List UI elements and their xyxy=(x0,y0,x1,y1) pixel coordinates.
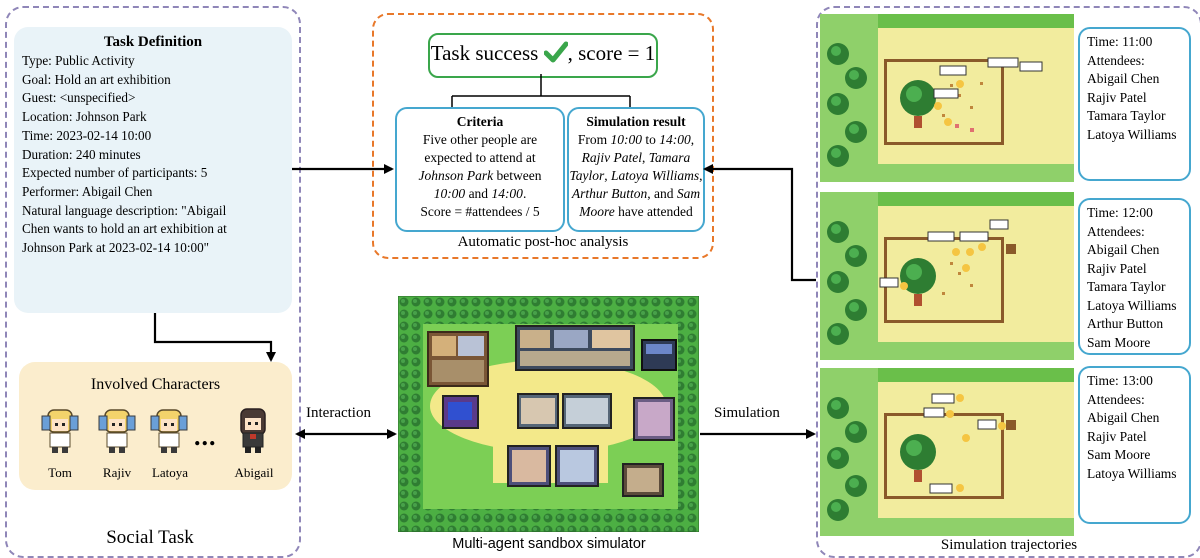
attendees-label: Attendees: xyxy=(1087,391,1145,407)
attendees-label: Attendees: xyxy=(1087,223,1145,239)
character-sprite-icon xyxy=(41,409,79,453)
arrow-to-characters xyxy=(153,313,276,362)
task-definition-box: Task Definition Type: Public Activity Go… xyxy=(14,27,292,313)
criteria-line-5: Score = #attendees / 5 xyxy=(420,204,540,219)
snapshot-time: Time: 12:00 xyxy=(1087,205,1153,220)
check-icon xyxy=(543,41,569,63)
trajectories-label: Simulation trajectories xyxy=(940,537,1078,553)
tree-connector xyxy=(451,74,631,107)
character-name-latoya: Latoya xyxy=(151,465,189,480)
character-abigail xyxy=(231,406,275,461)
attendee-name: Latoya Williams xyxy=(1087,126,1177,142)
attendee-name: Latoya Williams xyxy=(1087,465,1177,481)
simulation-label: Simulation xyxy=(714,405,780,421)
character-tom xyxy=(38,406,82,461)
result-line-2: Rajiv Patel, Tamara xyxy=(581,150,691,165)
attendee-name: Abigail Chen xyxy=(1087,242,1160,257)
score-text: , score = 1 xyxy=(567,41,656,65)
criteria-box: Criteria Five other people are expected … xyxy=(395,107,565,232)
ellipsis: ... xyxy=(194,422,217,451)
post-hoc-analysis-label: Automatic post-hoc analysis xyxy=(457,234,629,250)
task-line-guest: Guest: <unspecified> xyxy=(22,90,136,106)
character-rajiv xyxy=(95,406,139,461)
character-latoya xyxy=(147,406,191,461)
character-name-tom: Tom xyxy=(48,465,72,480)
interaction-label: Interaction xyxy=(306,405,371,421)
simulator-label: Multi-agent sandbox simulator xyxy=(452,536,646,552)
attendee-name: Latoya Williams xyxy=(1087,297,1177,313)
attendee-name: Tamara Taylor xyxy=(1087,108,1166,123)
attendee-name: Sam Moore xyxy=(1087,447,1151,462)
task-success-text: Task success xyxy=(430,41,539,65)
attendee-name: Rajiv Patel xyxy=(1087,260,1147,276)
attendee-name: Abigail Chen xyxy=(1087,410,1160,425)
social-task-label: Social Task xyxy=(106,527,194,548)
task-line-time: Time: 2023-02-14 10:00 xyxy=(22,127,152,143)
map-image xyxy=(398,296,699,532)
result-line-3: Taylor, Latoya Williams, xyxy=(569,168,703,183)
attendees-box-1200: Time: 12:00 Attendees: Abigail Chen Raji… xyxy=(1078,198,1191,355)
involved-characters-title: Involved Characters xyxy=(90,376,221,393)
attendee-name: Rajiv Patel xyxy=(1087,89,1147,105)
trajectory-snapshot-1200 xyxy=(820,192,1074,360)
post-hoc-analysis-panel xyxy=(372,13,714,259)
arrow-to-result xyxy=(703,164,816,282)
criteria-line-2: expected to attend at xyxy=(424,150,536,165)
task-line-performer: Performer: Abigail Chen xyxy=(22,183,153,199)
attendees-box-1100: Time: 11:00 Attendees: Abigail Chen Raji… xyxy=(1078,27,1191,181)
task-line-type: Type: Public Activity xyxy=(22,53,135,68)
result-title: Simulation result xyxy=(586,114,686,129)
snapshot-time: Time: 13:00 xyxy=(1087,373,1153,388)
involved-characters-box: Involved Characters xyxy=(19,362,292,490)
result-line-4: Arthur Button, and Sam xyxy=(571,186,701,201)
task-definition-title: Task Definition xyxy=(103,34,203,50)
character-name-rajiv: Rajiv xyxy=(102,465,132,480)
task-line-location: Location: Johnson Park xyxy=(22,109,147,125)
task-line-participants: Expected number of participants: 5 xyxy=(22,165,208,181)
attendee-name: Rajiv Patel xyxy=(1087,428,1147,444)
attendees-label: Attendees: xyxy=(1087,52,1145,68)
criteria-title: Criteria xyxy=(456,114,504,129)
attendee-name: Tamara Taylor xyxy=(1087,279,1166,294)
task-line-goal: Goal: Hold an art exhibition xyxy=(22,71,171,87)
task-line-description-1: Natural language description: "Abigail xyxy=(22,202,227,218)
task-line-duration: Duration: 240 minutes xyxy=(22,146,141,162)
criteria-line-4: 10:00 and 14:00. xyxy=(433,186,527,201)
result-line-5: Moore have attended xyxy=(579,204,693,219)
result-line-1: From 10:00 to 14:00, xyxy=(577,132,695,147)
attendee-name: Abigail Chen xyxy=(1087,71,1160,86)
trajectory-snapshot-1100 xyxy=(820,14,1074,182)
task-success-box: Task success , score = 1 xyxy=(428,33,658,78)
snapshot-time: Time: 11:00 xyxy=(1087,34,1153,49)
attendees-box-1300: Time: 13:00 Attendees: Abigail Chen Raji… xyxy=(1078,366,1191,524)
sandbox-simulator-map xyxy=(398,296,699,532)
character-name-abigail: Abigail xyxy=(234,465,274,480)
criteria-line-1: Five other people are xyxy=(422,132,538,147)
task-line-description-2: Chen wants to hold an art exhibition at xyxy=(22,221,227,237)
task-line-description-3: Johnson Park at 2023-02-14 10:00" xyxy=(22,240,210,256)
attendee-name: Arthur Button xyxy=(1087,316,1164,331)
simulation-result-box: Simulation result From 10:00 to 14:00, R… xyxy=(567,107,705,232)
criteria-line-3: Johnson Park between xyxy=(418,168,542,183)
trajectory-snapshot-1300 xyxy=(820,368,1074,536)
attendee-name: Sam Moore xyxy=(1087,334,1151,350)
